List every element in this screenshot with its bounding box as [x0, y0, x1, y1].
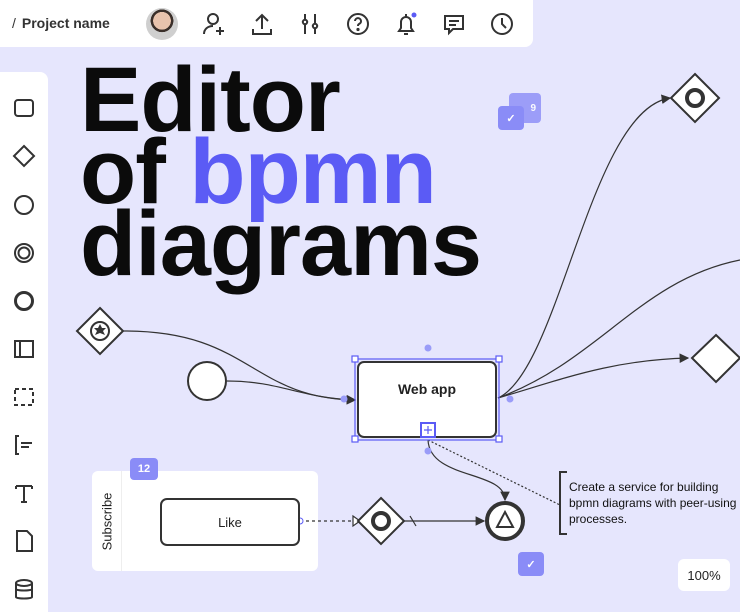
- group-tool-icon[interactable]: [10, 383, 38, 411]
- avatar[interactable]: [146, 8, 178, 40]
- event-gateway[interactable]: [356, 496, 406, 546]
- text-tool-icon[interactable]: [10, 479, 38, 507]
- intermediate-event-tool-icon[interactable]: [10, 239, 38, 267]
- flow-line[interactable]: [121, 330, 357, 405]
- top-bar: /Project name: [0, 0, 533, 47]
- gateway-right[interactable]: [690, 333, 740, 384]
- end-event-signal[interactable]: [485, 501, 525, 541]
- annotation-bracket: [559, 471, 567, 535]
- end-gateway-top[interactable]: [669, 72, 721, 124]
- expand-subprocess-icon[interactable]: [420, 422, 436, 438]
- resolved-comment-icon[interactable]: ✓: [498, 106, 524, 130]
- upload-icon[interactable]: [248, 10, 276, 38]
- gateway-tool-icon[interactable]: [10, 142, 38, 170]
- help-icon[interactable]: [344, 10, 372, 38]
- annotation-tool-icon[interactable]: [10, 431, 38, 459]
- zoom-label: 100%: [687, 567, 721, 583]
- text-annotation[interactable]: Create a service for building bpmn diagr…: [569, 480, 737, 526]
- data-store-tool-icon[interactable]: [10, 575, 38, 603]
- end-event-tool-icon[interactable]: [10, 287, 38, 315]
- settings-sliders-icon[interactable]: [296, 10, 324, 38]
- comment-count-2: 9: [530, 102, 536, 114]
- tool-palette: [0, 72, 48, 612]
- hero-line-3: diagrams: [80, 193, 482, 295]
- flow-line[interactable]: [427, 439, 510, 502]
- flow-line[interactable]: [497, 259, 740, 399]
- task-tool-icon[interactable]: [10, 94, 38, 122]
- hero-word-of: of: [80, 121, 190, 223]
- start-event[interactable]: [187, 361, 227, 401]
- hero-line-2: of bpmn: [80, 126, 481, 218]
- hero-heading: Editor of bpmn diagrams: [80, 49, 482, 295]
- zoom-level[interactable]: 100%: [678, 559, 730, 591]
- start-gateway[interactable]: [75, 306, 125, 356]
- comment-count: 12: [137, 463, 151, 475]
- task-like[interactable]: Like: [160, 498, 300, 546]
- add-user-icon[interactable]: [200, 10, 228, 38]
- bell-icon[interactable]: [392, 10, 420, 38]
- lane-title: Subscribe: [92, 471, 122, 571]
- pool-tool-icon[interactable]: [10, 335, 38, 363]
- flow-line[interactable]: [497, 353, 690, 399]
- comment-count-badge[interactable]: 12: [130, 458, 158, 480]
- flow-line[interactable]: [497, 94, 672, 399]
- hero-line-1: Editor: [80, 49, 341, 151]
- breadcrumb[interactable]: /Project name: [12, 15, 110, 31]
- resize-handle[interactable]: [351, 355, 503, 443]
- start-event-tool-icon[interactable]: [10, 191, 38, 219]
- project-name[interactable]: Project name: [21, 15, 110, 31]
- task-label: Like: [218, 514, 242, 530]
- hero-word-bpmn: bpmn: [189, 121, 436, 223]
- association-line[interactable]: [427, 439, 561, 506]
- comment-icon[interactable]: [440, 10, 468, 38]
- flow-line[interactable]: [226, 380, 357, 405]
- task-label: Web app: [397, 381, 457, 397]
- data-object-tool-icon[interactable]: [10, 527, 38, 555]
- clock-icon[interactable]: [488, 10, 516, 38]
- resolved-comment-icon[interactable]: ✓: [518, 552, 544, 576]
